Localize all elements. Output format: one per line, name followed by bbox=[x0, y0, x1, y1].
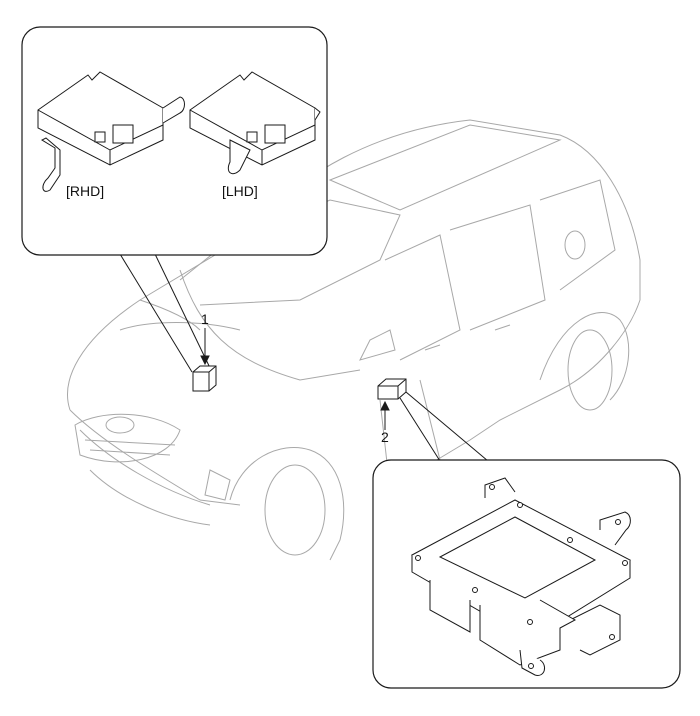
item2-module-marker bbox=[377, 378, 407, 400]
vehicle-outline bbox=[67, 119, 641, 561]
item1-arrow bbox=[200, 328, 210, 366]
leader-lines-1 bbox=[119, 253, 213, 373]
leader-lines-2 bbox=[399, 391, 489, 462]
variant-label-lhd: [LHD] bbox=[222, 183, 258, 199]
callout-number-2: 2 bbox=[381, 429, 389, 445]
item1-module-marker bbox=[192, 365, 217, 392]
item2-arrow bbox=[380, 400, 390, 430]
variant-label-rhd: [RHD] bbox=[66, 183, 105, 199]
module-2-drawing bbox=[410, 477, 632, 676]
callout-number-1: 1 bbox=[201, 311, 209, 327]
module-lhd-drawing bbox=[189, 71, 321, 175]
module-rhd-drawing bbox=[37, 71, 185, 192]
